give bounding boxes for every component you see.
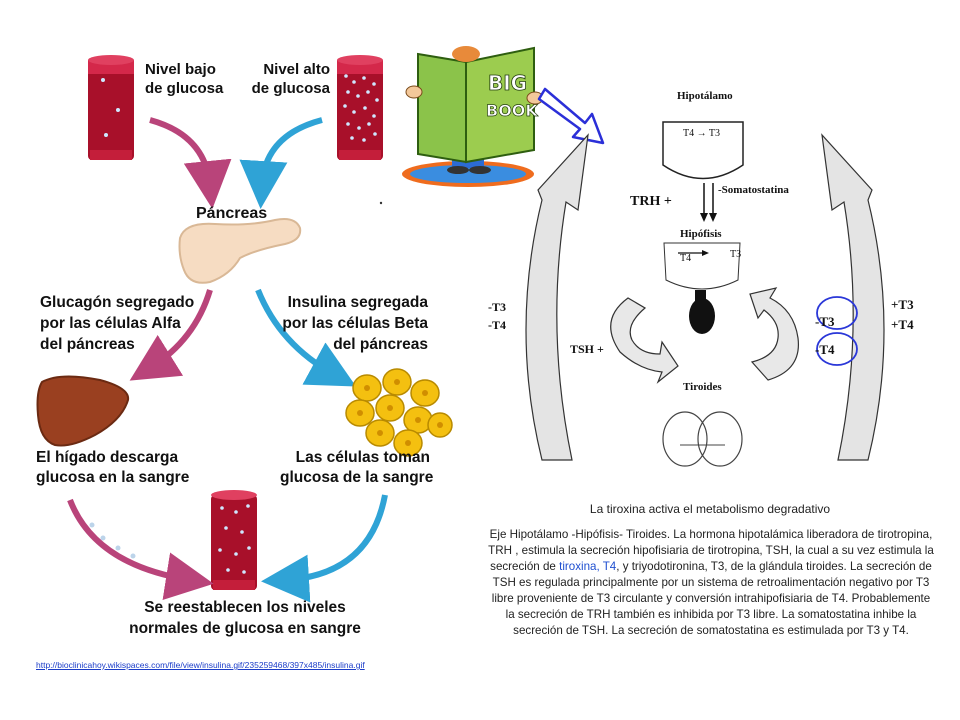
high-glucose-vessel	[337, 55, 383, 160]
diagram-caption: La tiroxina activa el metabolismo degrad…	[589, 502, 831, 516]
glucose-diagram-graphics	[36, 55, 453, 603]
left-t4-label: -T4	[488, 318, 506, 332]
book-title-2: BOOK	[486, 101, 538, 120]
body-cells-cluster	[345, 368, 453, 457]
arrow-cells-to-blood	[261, 494, 388, 603]
liver-organ	[36, 375, 130, 447]
somatostatin-label: -Somatostatina	[718, 184, 789, 196]
mid-t3-label: -T3	[815, 314, 835, 329]
pointer-arrow	[537, 87, 605, 145]
pituitary-t4: T4	[680, 253, 692, 264]
right-t3-label: +T3	[891, 297, 914, 312]
left-t3-label: -T3	[488, 300, 506, 314]
arrow-pancreas-to-glucagon	[129, 289, 213, 381]
arrow-low-to-pancreas	[149, 117, 232, 209]
pituitary-t3: T3	[730, 249, 742, 260]
trh-label: TRH +	[630, 194, 672, 209]
hypothalamus-label: Hipotálamo	[677, 90, 733, 102]
mid-t4-label: -T4	[815, 342, 835, 357]
pancreas-label: Páncreas	[196, 205, 268, 222]
big-book-reader-clipart: BIG BOOK	[402, 46, 544, 187]
arrow-pancreas-to-insulin	[255, 288, 357, 387]
high-glucose-label: Nivel alto de glucosa	[251, 61, 330, 97]
glucagon-label: Glucagón segregado por las células Alfa …	[40, 294, 195, 353]
hypothalamus-conversion: T4 → T3	[683, 128, 721, 139]
paragraph-after: , y triyodotironina, T3, de la glándula …	[491, 560, 932, 637]
arrow-high-to-pancreas	[239, 117, 323, 209]
right-t4-label: +T4	[891, 317, 914, 332]
tsh-label: TSH +	[570, 342, 604, 356]
thyroid-axis-graphics	[525, 121, 885, 467]
paragraph-highlight: tiroxina, T4	[559, 560, 617, 573]
normal-glucose-vessel	[211, 490, 257, 590]
cells-label: Las células toman glucosa de la sangre	[280, 449, 434, 486]
pituitary-label: Hipófisis	[680, 228, 722, 240]
insulin-label: Insulina segregada por las células Beta …	[282, 294, 428, 353]
restore-label: Se reestablecen los niveles normales de …	[129, 599, 361, 637]
source-link[interactable]: http://bioclinicahoy.wikispaces.com/file…	[36, 660, 365, 670]
liver-label: El hígado descarga glucosa en la sangre	[36, 449, 190, 486]
arrow-liver-to-blood	[67, 498, 214, 600]
low-glucose-vessel	[88, 55, 134, 160]
thyroid-axis-paragraph: Eje Hipotálamo -Hipófisis- Tiroides. La …	[488, 527, 934, 639]
thyroid-label: Tiroides	[683, 381, 722, 393]
paragraph-before: Eje Hipotálamo -Hipófisis- Tiroides. La …	[488, 528, 934, 573]
pancreas-organ	[178, 218, 302, 284]
book-title-1: BIG	[488, 71, 527, 95]
low-glucose-label: Nivel bajo de glucosa	[145, 61, 224, 97]
